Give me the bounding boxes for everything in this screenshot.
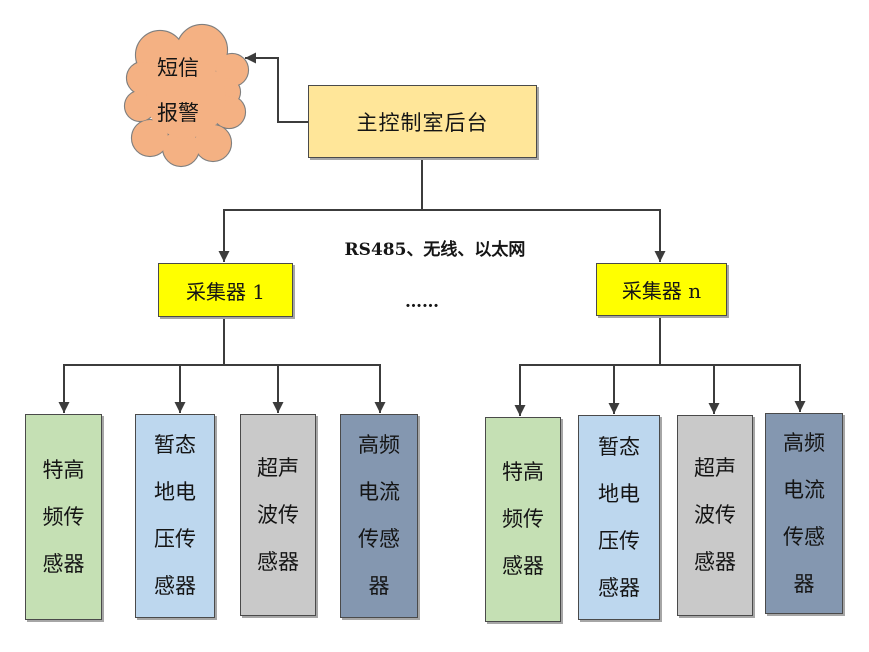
hfct-sensor-1-box: 高频 电流 传感 器 [340, 414, 418, 618]
collector-n-box: 采集器 n [596, 263, 727, 316]
tev-sensor-1-label: 地电 [154, 480, 196, 504]
hfct-sensor-1-label: 高频 [358, 433, 400, 457]
tev-sensor-n-label: 地电 [598, 481, 640, 506]
ultrasonic-sensor-1-label: 超声 [257, 455, 299, 480]
hfct-sensor-n-label: 高频 [783, 430, 825, 455]
tev-sensor-1-label: 暂态 [154, 433, 196, 457]
uhf-sensor-1-label: 感器 [42, 551, 85, 576]
collector-n-label: 采集器 n [621, 279, 702, 303]
hfct-sensor-1-label: 电流 [358, 480, 400, 504]
hfct-sensor-n-label: 传感 [783, 524, 825, 549]
uhf-sensor-n-label: 频传 [502, 507, 544, 531]
hfct-sensor-n-box: 高频 电流 传感 器 [765, 413, 843, 614]
ultrasonic-sensor-n-label: 波传 [694, 503, 736, 527]
ultrasonic-sensor-1-label: 感器 [257, 549, 299, 574]
collector-ellipsis: …… [405, 292, 439, 312]
hfct-sensor-n-label: 电流 [783, 477, 825, 502]
ultrasonic-sensor-1-box: 超声 波传 感器 [240, 414, 316, 616]
ultrasonic-sensor-n-label: 感器 [694, 550, 736, 574]
sms-alarm-cloud [123, 23, 250, 168]
hfct-sensor-n-label: 器 [793, 571, 815, 596]
main-control-label: 主控制室后台 [356, 110, 489, 135]
hfct-sensor-1-label: 器 [368, 574, 390, 598]
collector-1-box: 采集器 1 [158, 263, 293, 317]
ultrasonic-sensor-n-label: 超声 [694, 456, 736, 480]
arrow-main-to-alarm [245, 52, 308, 123]
main-control-box: 主控制室后台 [308, 85, 537, 158]
ultrasonic-sensor-n-box: 超声 波传 感器 [677, 415, 753, 616]
alarm-label-line-1: 短信 [157, 56, 199, 80]
ultrasonic-sensor-1-label: 波传 [257, 502, 299, 527]
link-protocol-label: RS485、无线、以太网 [344, 240, 526, 260]
uhf-sensor-1-box: 特高 频传 感器 [25, 414, 102, 620]
uhf-sensor-1-label: 特高 [42, 457, 85, 482]
hfct-sensor-1-label: 传感 [358, 527, 400, 551]
cloud-fill [125, 25, 248, 166]
tev-sensor-1-label: 感器 [154, 574, 196, 598]
tev-sensor-n-label: 感器 [598, 575, 640, 600]
tev-sensor-1-box: 暂态 地电 压传 感器 [135, 414, 215, 618]
uhf-sensor-n-box: 特高 频传 感器 [485, 417, 561, 622]
tev-sensor-n-label: 暂态 [598, 434, 640, 459]
tev-sensor-n-label: 压传 [598, 528, 640, 553]
alarm-label-line-2: 报警 [157, 101, 199, 125]
uhf-sensor-n-label: 感器 [502, 554, 544, 578]
tev-sensor-n-box: 暂态 地电 压传 感器 [578, 415, 660, 620]
collector-1-label: 采集器 1 [185, 279, 266, 304]
uhf-sensor-n-label: 特高 [502, 460, 544, 484]
tev-sensor-1-label: 压传 [154, 527, 196, 551]
uhf-sensor-1-label: 频传 [42, 504, 85, 529]
